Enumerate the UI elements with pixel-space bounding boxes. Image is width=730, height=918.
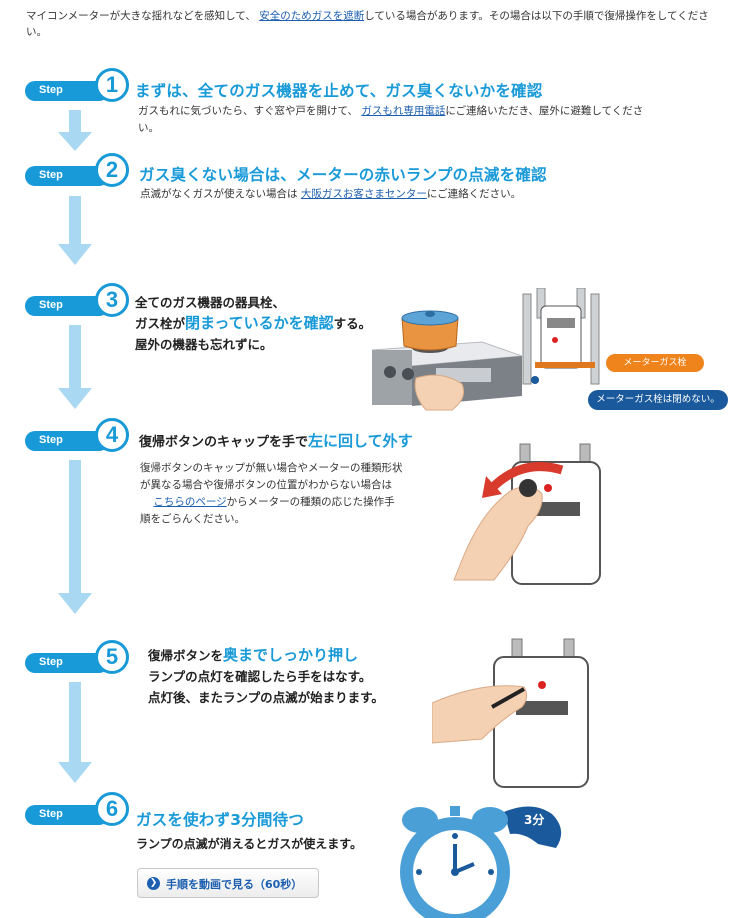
- step-number: 3: [95, 283, 129, 317]
- step-number: 2: [95, 153, 129, 187]
- meter-button-illustration: [432, 638, 589, 788]
- step-2-badge: Step 2: [25, 153, 131, 188]
- step-5-text: 復帰ボタンを奥までしっかり押し ランプの点灯を確認したら手をはなす。 点灯後、ま…: [148, 645, 428, 708]
- step-4-desc-3-post: からメーターの種類の応じた操作手: [226, 496, 395, 508]
- down-arrow-icon: [58, 325, 92, 409]
- customer-center-link[interactable]: 大阪ガスお客さまセンター: [300, 188, 427, 200]
- step-4-desc: 復帰ボタンのキャップが無い場合やメーターの種類形状 が異なる場合や復帰ボタンの位…: [140, 460, 410, 528]
- step-number: 1: [95, 68, 129, 102]
- step-6-desc: ランプの点滅が消えるとガスが使えます。: [136, 837, 363, 851]
- step-3-badge: Step 3: [25, 283, 131, 318]
- step-number: 6: [95, 792, 129, 826]
- step-2-desc: 点滅がなくガスが使えない場合は 大阪ガスお客さまセンターにご連絡ください。: [140, 186, 660, 203]
- step-4-badge: Step 4: [25, 418, 131, 453]
- step-label: Step: [39, 299, 63, 311]
- intro-pre: マイコンメーターが大きな揺れなどを感知して、: [26, 10, 256, 22]
- meter-page-link[interactable]: こちらのページ: [153, 496, 227, 508]
- three-minutes-bubble: 3分: [524, 813, 545, 827]
- step-4-desc-3: こちらのページからメーターの種類の応じた操作手: [140, 494, 410, 511]
- step-5-line-1: 復帰ボタンを奥までしっかり押し: [148, 645, 428, 666]
- step-6-badge: Step 6: [25, 792, 131, 827]
- down-arrow-icon: [58, 110, 92, 151]
- meter-gas-valve-label: メーターガス栓: [606, 354, 704, 372]
- step-1-desc: ガスもれに気づいたら、すぐ窓や戸を開けて、 ガスもれ専用電話にご連絡いただき、屋…: [138, 103, 658, 137]
- step-1-desc-post: にご連絡いただき、屋外に避難してください。: [138, 105, 644, 134]
- step-6-title: ガスを使わず3分間待つ: [136, 811, 304, 829]
- step-number: 4: [95, 418, 129, 452]
- step-3-text: 全てのガス機器の器具栓、 ガス栓が閉まっているかを確認する。 屋外の機器も忘れず…: [135, 292, 395, 355]
- step-4-emphasis: 左に回して外す: [308, 432, 413, 450]
- step-4-desc-1: 復帰ボタンのキャップが無い場合やメーターの種類形状: [140, 462, 403, 474]
- meter-cap-illustration: [453, 443, 601, 585]
- step-label: Step: [39, 808, 63, 820]
- down-arrow-icon: [58, 196, 92, 265]
- step-4-desc-4: 順をごらんください。: [140, 513, 245, 525]
- step-5-line-3: 点灯後、またランプの点滅が始まります。: [148, 690, 384, 705]
- step-3-line-3: 屋外の機器も忘れずに。: [135, 337, 273, 352]
- watch-video-label: 手順を動画で見る（60秒）: [166, 878, 303, 891]
- intro-post: している場合があります。その場合は以下の手順で復帰操作をしてください。: [26, 10, 709, 38]
- step-1-desc-pre: ガスもれに気づいたら、すぐ窓や戸を開けて、: [138, 105, 358, 117]
- step-3-emphasis: 閉まっているかを確認: [185, 314, 334, 332]
- alarm-clock-icon: [400, 806, 562, 918]
- step-label: Step: [39, 169, 63, 181]
- step-2-title: ガス臭くない場合は、メーターの赤いランプの点滅を確認: [139, 166, 547, 184]
- step-5-line-2: ランプの点灯を確認したら手をはなす。: [148, 669, 372, 684]
- step-3-line-1: 全てのガス機器の器具栓、: [135, 295, 286, 310]
- play-arrow-icon: ❯: [147, 877, 160, 890]
- meter-gas-valve-note: メーターガス栓は閉めない。: [588, 390, 728, 410]
- step-4-title-pre: 復帰ボタンのキャップを手で: [139, 435, 309, 450]
- step-4-title: 復帰ボタンのキャップを手で左に回して外す: [139, 431, 413, 453]
- step-2-desc-post: にご連絡ください。: [426, 188, 522, 200]
- step-1-badge: Step 1: [25, 68, 131, 103]
- stove-illustration: [372, 310, 522, 411]
- step-label: Step: [39, 434, 63, 446]
- gas-leak-phone-link[interactable]: ガスもれ専用電話: [361, 105, 446, 117]
- step-5-emphasis: 奥までしっかり押し: [223, 646, 359, 664]
- step-3-line-2-post: する。: [333, 316, 372, 331]
- step-2-desc-pre: 点滅がなくガスが使えない場合は: [140, 188, 298, 200]
- watch-video-button[interactable]: ❯ 手順を動画で見る（60秒）: [137, 868, 319, 898]
- step-label: Step: [39, 84, 63, 96]
- intro-text: マイコンメーターが大きな揺れなどを感知して、 安全のためガスを遮断している場合が…: [26, 8, 716, 40]
- step-5-line-1-pre: 復帰ボタンを: [148, 648, 224, 663]
- step-5-badge: Step 5: [25, 640, 131, 675]
- gas-shutoff-link[interactable]: 安全のためガスを遮断: [259, 10, 365, 22]
- down-arrow-icon: [58, 682, 92, 783]
- meter-pipes-illustration: [522, 288, 600, 385]
- step-label: Step: [39, 656, 63, 668]
- step-1-title: まずは、全てのガス機器を止めて、ガス臭くないかを確認: [135, 82, 543, 100]
- step-3-line-2-pre: ガス栓が: [135, 316, 186, 331]
- step-3-line-2: ガス栓が閉まっているかを確認する。: [135, 313, 395, 334]
- step-4-desc-2: が異なる場合や復帰ボタンの位置がわからない場合は: [140, 479, 392, 491]
- down-arrow-icon: [58, 460, 92, 614]
- step-number: 5: [95, 640, 129, 674]
